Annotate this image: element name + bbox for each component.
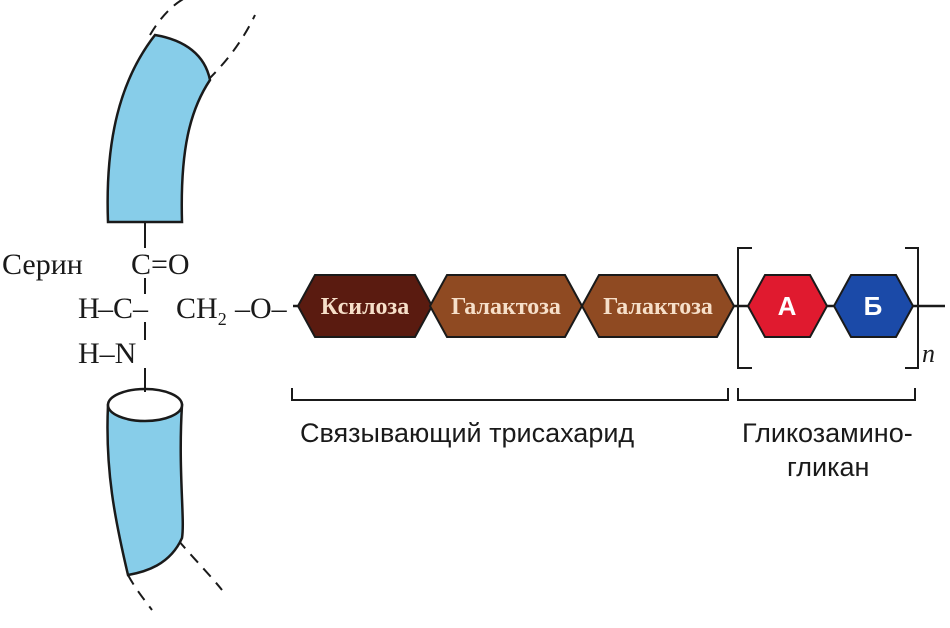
gag-unit-a-label: А xyxy=(778,291,797,321)
sugar-galactose-1: Галактоза xyxy=(428,274,584,338)
gag-unit-b-label: Б xyxy=(864,291,883,321)
sugar-galactose-1-label: Галактоза xyxy=(451,294,561,320)
protein-core-upper-segment xyxy=(106,33,212,224)
gag-brace xyxy=(737,388,916,401)
protein-core-lower-body xyxy=(106,403,185,577)
repeat-count: n xyxy=(922,339,935,368)
sugar-xylose-label: Ксилоза xyxy=(321,294,409,320)
sugar-galactose-2-label: Галактоза xyxy=(603,294,713,320)
repeat-bracket-left xyxy=(737,247,752,369)
sugar-galactose-2-hexagon xyxy=(580,274,736,338)
serine-methylene: CH2 xyxy=(176,292,227,329)
serine-carbonyl: C=O xyxy=(131,248,190,281)
protein-core-upper-body xyxy=(106,33,212,224)
chain-contour-dash-lower xyxy=(177,539,223,591)
serine-name: Серин xyxy=(2,248,83,281)
chain-contour-dash-top xyxy=(149,0,184,36)
linker-brace xyxy=(291,388,729,401)
protein-core-lower-segment xyxy=(106,387,185,577)
serine-hydrogen: H xyxy=(78,292,100,325)
protein-core-lower-opening xyxy=(106,387,184,423)
gag-unit-a: А xyxy=(746,274,829,338)
serine-methylene-base: CH xyxy=(176,292,218,325)
gag-caption-line1: Гликозамино- xyxy=(742,418,913,448)
repeat-bracket-right xyxy=(905,247,919,369)
serine-alpha-carbon: –C– xyxy=(97,292,149,325)
chain-contour-dash-upper xyxy=(207,14,256,81)
gag-caption-line2: гликан xyxy=(787,452,869,482)
serine-amide: H–N xyxy=(78,337,136,370)
sugar-xylose: Ксилоза xyxy=(296,274,434,338)
sugar-galactose-2: Галактоза xyxy=(580,274,736,338)
serine-methylene-subscript: 2 xyxy=(218,309,227,329)
chain-contour-dash-bottom xyxy=(127,574,153,611)
gag-unit-a-hexagon xyxy=(746,274,829,338)
serine-oxygen-link: –O– xyxy=(234,292,288,325)
gag-unit-b: Б xyxy=(832,274,915,338)
linker-caption: Связывающий трисахарид xyxy=(300,418,634,448)
gag-unit-b-hexagon xyxy=(832,274,915,338)
